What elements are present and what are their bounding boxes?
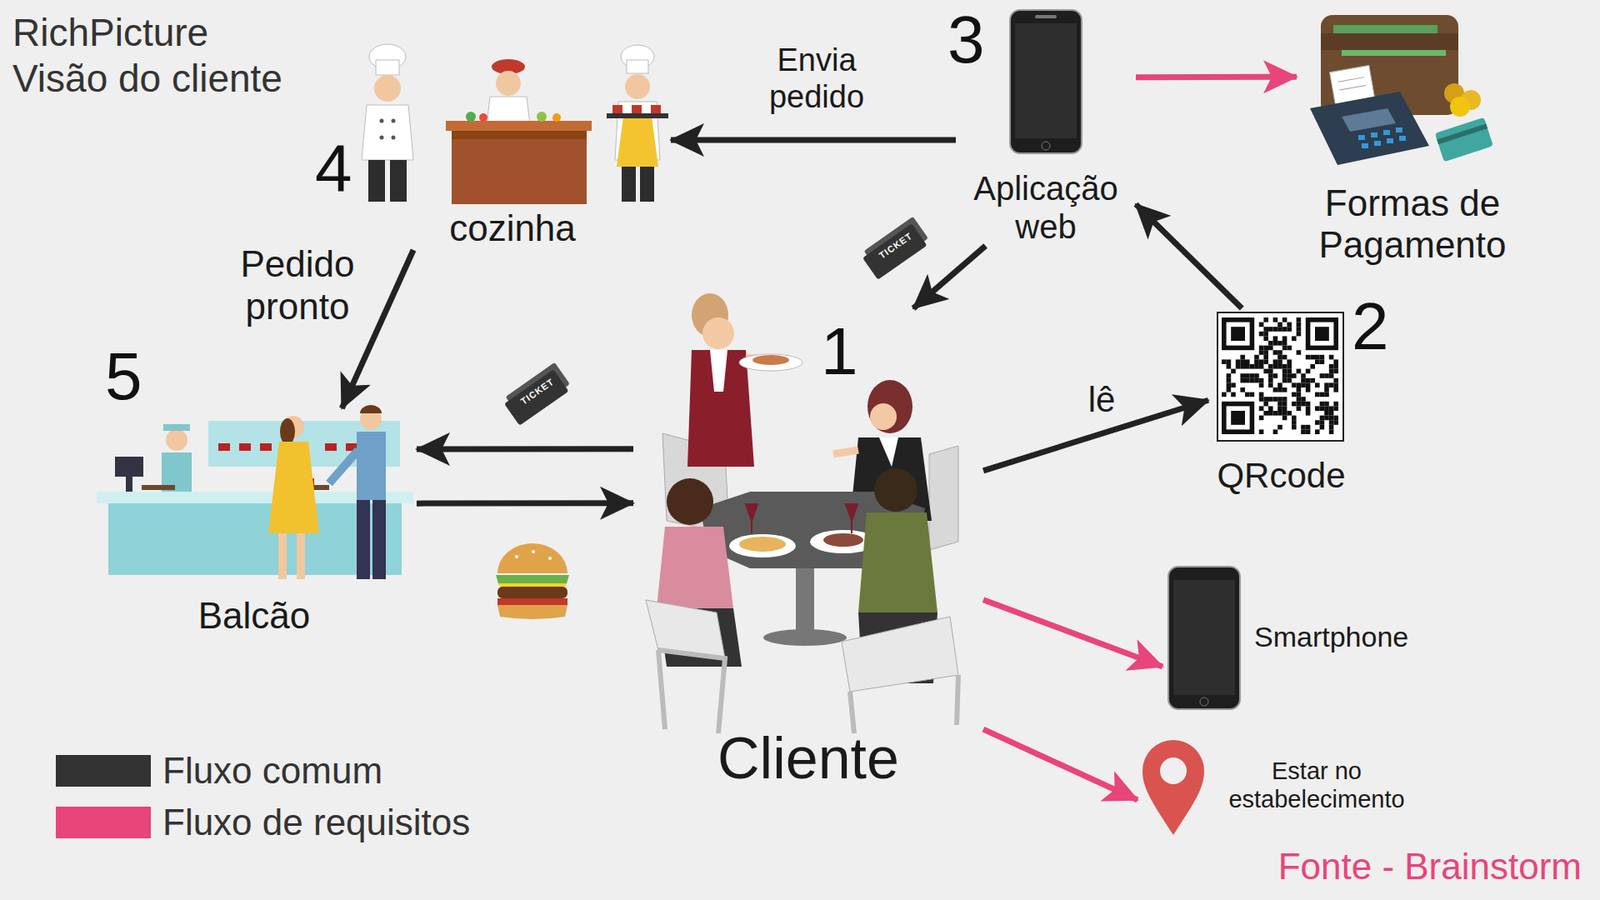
flow-arrow [670, 136, 956, 143]
callout-number: 1 [820, 318, 859, 385]
picture-node: Balcão [91, 408, 417, 638]
legend-row: Fluxo comum [55, 750, 383, 793]
burger-icon [495, 543, 570, 620]
callout-number: 5 [105, 343, 143, 410]
callout-number: 2 [1351, 293, 1390, 360]
picture-node: Cliente [633, 308, 984, 792]
picture-node: Estar no estabelecimento [1137, 733, 1421, 838]
picture-node: QRcode [1208, 308, 1355, 496]
edge-label: lê [1083, 378, 1121, 422]
phone-icon [1168, 566, 1240, 710]
legend-label: Fluxo comum [162, 750, 383, 793]
node-label: Balcão [198, 595, 311, 638]
requirement-arrow [983, 729, 1138, 800]
legend-swatch [55, 806, 151, 839]
flow-arrow [1135, 204, 1242, 309]
picture-node: cozinha [354, 41, 671, 250]
legend-label: Fluxo de requisitos [162, 801, 470, 845]
node-label: Aplicação web [962, 169, 1130, 246]
callout-number: 4 [315, 135, 353, 202]
flow-arrow [416, 445, 634, 452]
node-label: QRcode [1216, 455, 1345, 496]
ticket-icon [860, 216, 932, 280]
requirement-arrow [983, 600, 1163, 667]
diagram-title: RichPicture Visão do cliente [12, 10, 300, 102]
ticket-icon [501, 362, 574, 426]
node-label: cozinha [449, 207, 576, 250]
legend-swatch [55, 755, 151, 787]
phone-icon [1010, 10, 1082, 154]
node-label: Estar no estabelecimento [1220, 757, 1413, 814]
requirement-arrow [1135, 74, 1297, 81]
edge-label: Envia pedido [757, 40, 876, 117]
counter-illustration [96, 405, 414, 580]
legend-row: Fluxo de requisitos [55, 801, 470, 845]
payment-icon [1310, 15, 1494, 165]
qr-code-icon [1217, 312, 1344, 441]
picture-node: Formas de Pagamento [1296, 8, 1529, 267]
source-caption: Fonte - Brainstorm [1278, 848, 1582, 885]
location-pin [1142, 740, 1205, 835]
node-label: Formas de Pagamento [1303, 182, 1522, 267]
picture-node: Smartphone [1162, 562, 1434, 713]
flow-arrow [913, 245, 986, 309]
node-label: Smartphone [1254, 620, 1409, 654]
node-label: Cliente [717, 725, 900, 793]
flow-arrow [416, 500, 634, 506]
callout-number: 3 [947, 6, 985, 74]
edge-label: Pedido pronto [225, 241, 370, 330]
kitchen-illustration [361, 44, 669, 205]
client-scene [645, 293, 959, 734]
